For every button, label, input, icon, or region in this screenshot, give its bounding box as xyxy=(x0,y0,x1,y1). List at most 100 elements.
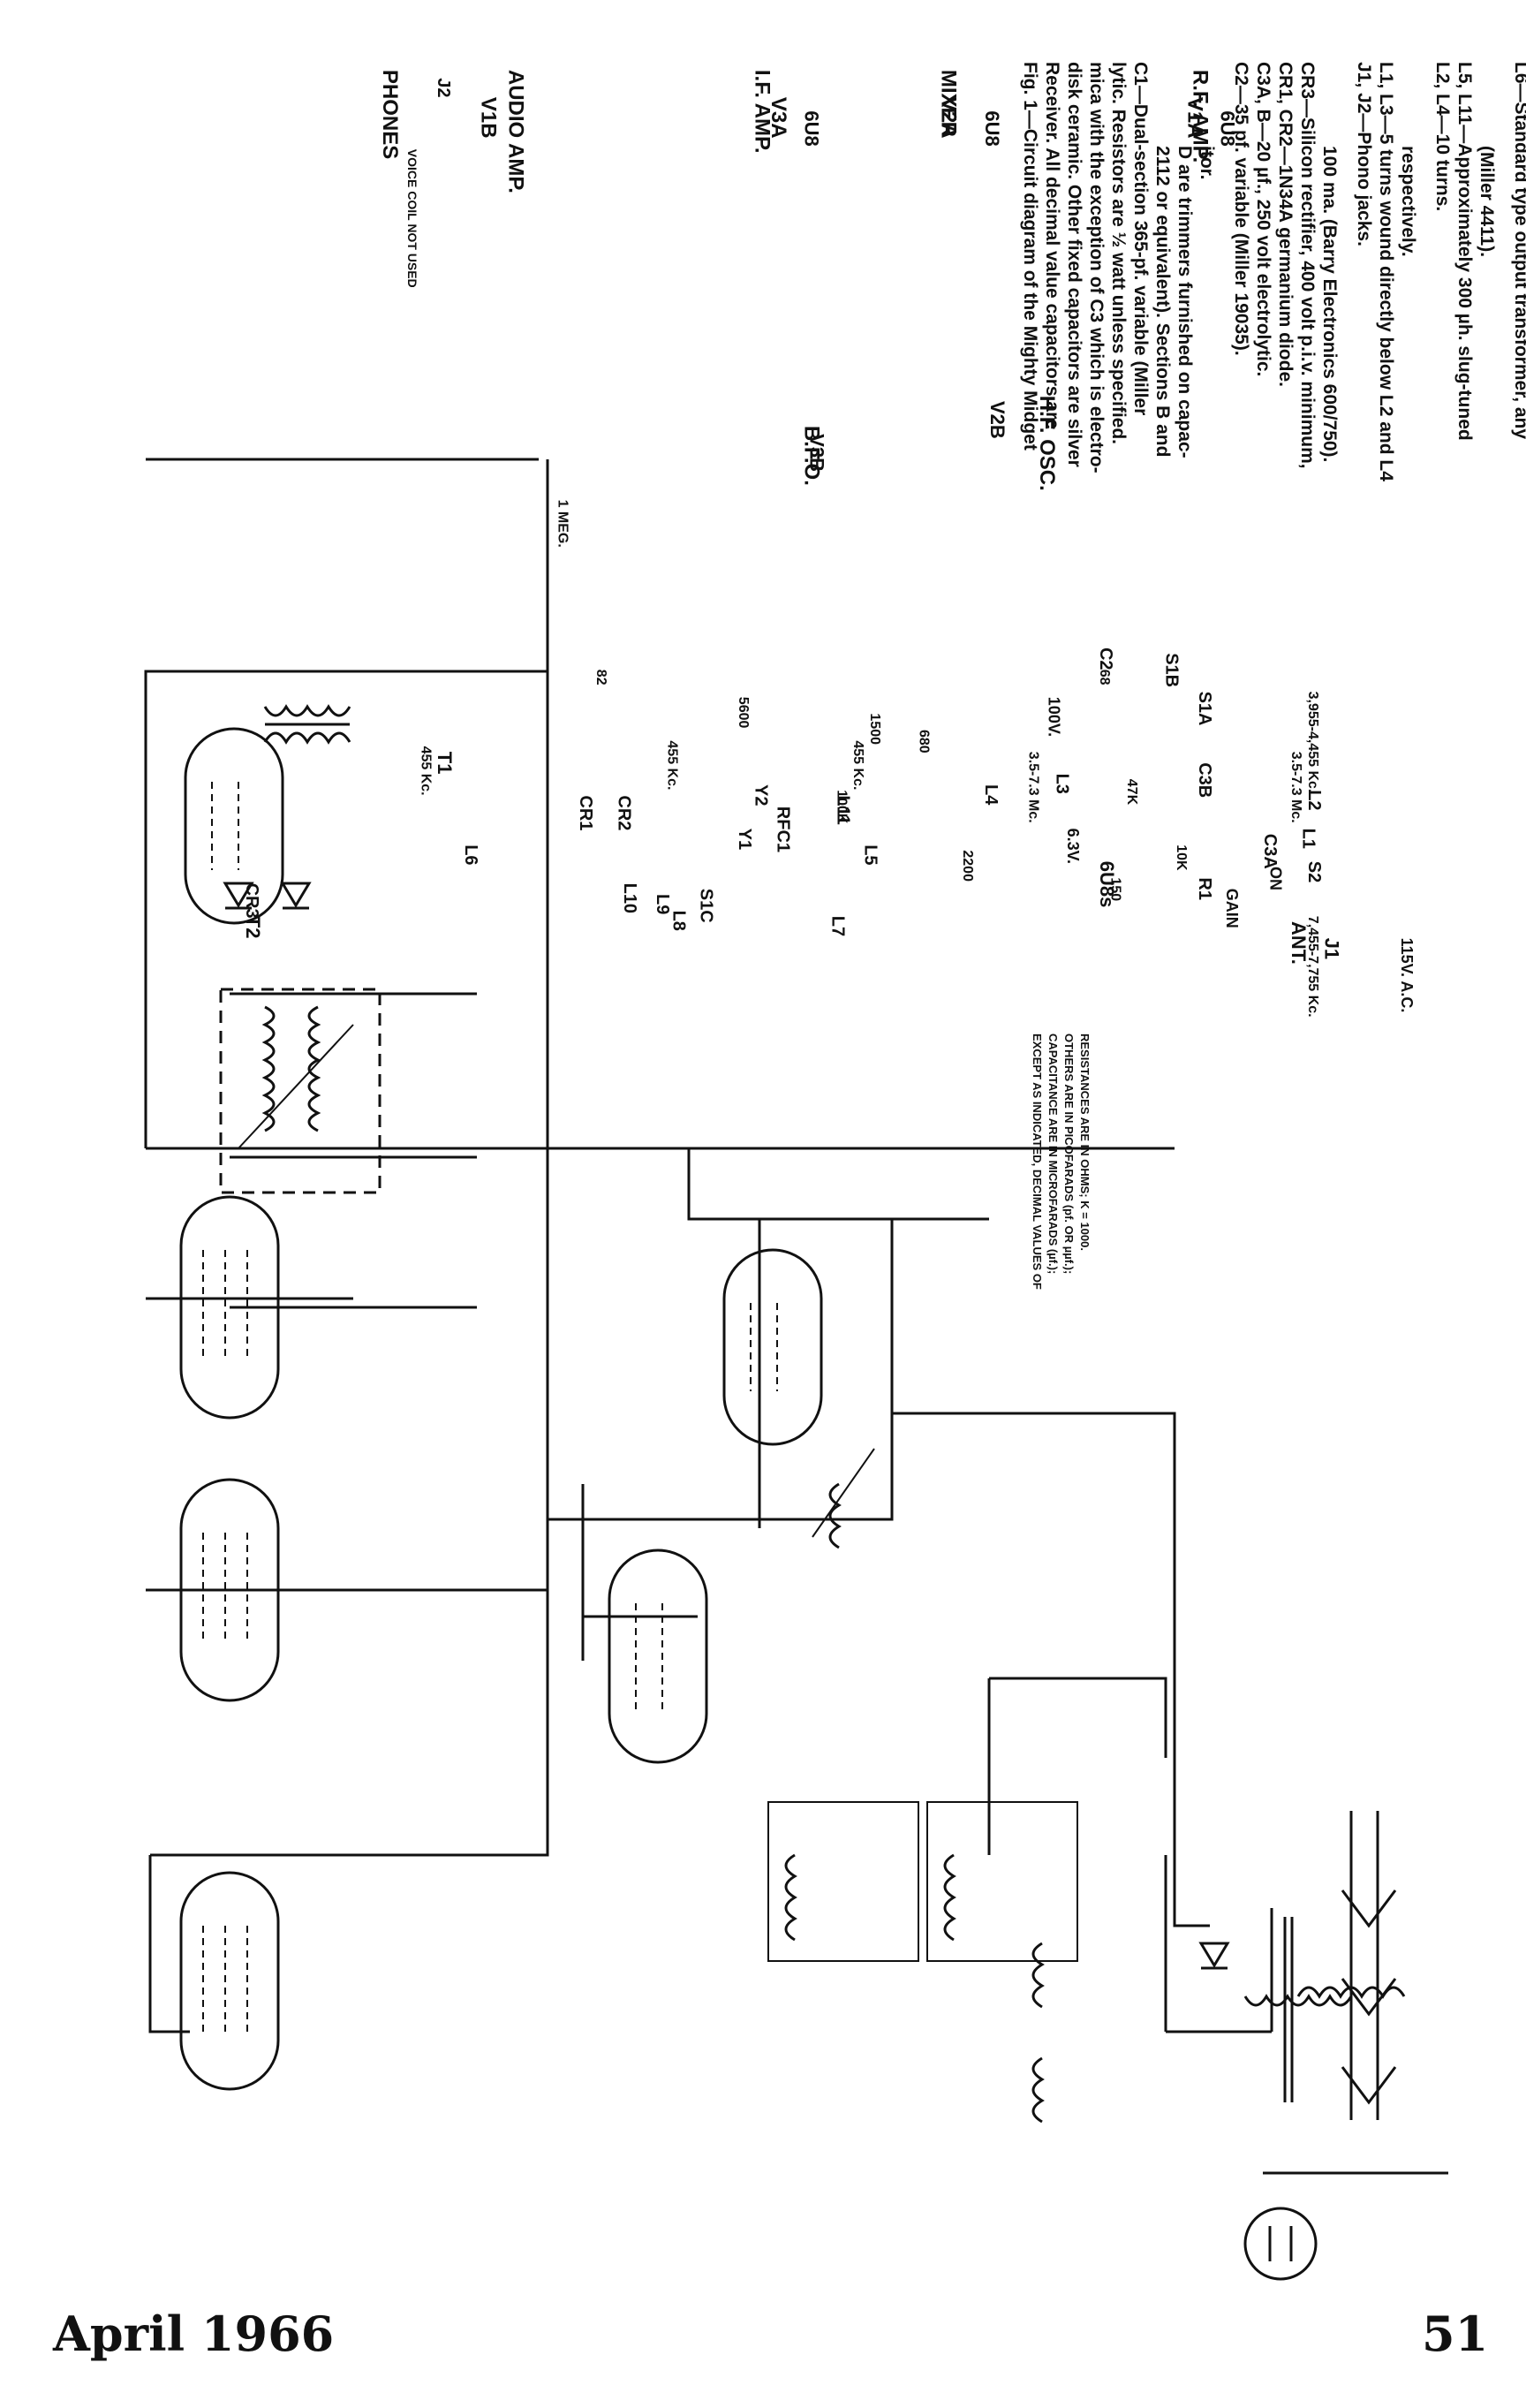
label-gain: GAIN xyxy=(1223,889,1241,928)
label-ant: ANT. xyxy=(1288,921,1310,965)
caption-line: 100 ma. (Barry Electronics 600/750). xyxy=(1319,146,1340,462)
caption-line: CR1, CR2—1N34A germanium diode. xyxy=(1275,62,1296,387)
caption-line: (Miller 4411). xyxy=(1477,146,1497,257)
caption-line: CR3—Silicon rectifier, 400 volt p.i.v. m… xyxy=(1297,62,1318,469)
diode-cr1 xyxy=(280,882,312,910)
tube-v1b xyxy=(184,727,284,925)
label-freq-455-a: 455 Kc. xyxy=(850,740,865,790)
label-t2: T2 xyxy=(242,916,264,939)
caption-line: J1, J2—Phono jacks. xyxy=(1354,62,1374,246)
tube-label-v1b: V1B xyxy=(477,97,501,139)
tube-label-v1a: V1A xyxy=(1182,97,1206,139)
tube-label-v2b: V2B xyxy=(986,401,1009,439)
coil-l10 xyxy=(1031,1942,1045,2009)
tube-type-v3a: 6U8 xyxy=(800,110,822,146)
caption-line: Receiver. All decimal value capacitors a… xyxy=(1042,62,1062,429)
label-c2: C2 xyxy=(1096,647,1115,670)
tube-type-heaters: 6U8s xyxy=(1096,861,1118,908)
label-supply-100v: 100V. xyxy=(1045,697,1062,737)
value-150: 150 xyxy=(1108,877,1123,901)
stage-label-hf-osc: H.F. OSC. xyxy=(1035,396,1059,491)
label-l11: L11 xyxy=(834,795,853,824)
label-l4: L4 xyxy=(981,784,1001,806)
caption-line: lytic. Resistors are ½ watt unless speci… xyxy=(1108,62,1129,444)
caption-line: respectively. xyxy=(1398,146,1418,257)
diode-cr2 xyxy=(223,882,254,910)
if-transformer-t1 xyxy=(219,988,382,1194)
label-cr1: CR1 xyxy=(576,795,595,830)
tube-type-v2a: 6U8 xyxy=(981,110,1003,146)
label-c3a: C3A xyxy=(1260,834,1280,869)
value-68: 68 xyxy=(1097,670,1112,685)
label-l3: L3 xyxy=(1053,774,1072,794)
values-note-line: RESISTANCES ARE IN OHMS; K = 1000. xyxy=(1078,1034,1092,1251)
dial-lamp xyxy=(1243,2207,1318,2281)
label-s1b: S1B xyxy=(1162,653,1182,687)
label-l2: L2 xyxy=(1304,790,1324,810)
label-t1: T1 xyxy=(434,752,456,775)
label-j1: J1 xyxy=(1320,938,1342,959)
value-1500: 1500 xyxy=(867,713,882,745)
label-s1c: S1C xyxy=(697,889,716,923)
values-note-line: EXCEPT AS INDICATED, DECIMAL VALUES OF xyxy=(1031,1034,1044,1290)
label-cr3: CR3 xyxy=(242,883,261,919)
stage-label-phones: PHONES xyxy=(378,70,402,159)
caption-line: disk ceramic. Other fixed capacitors are… xyxy=(1064,62,1084,467)
tube-v1a xyxy=(179,1871,280,2091)
label-l5: L5 xyxy=(861,844,880,865)
schematic-labels: R.F. AMP. MIXER I.F. AMP. AUDIO AMP. PHONES H… xyxy=(242,70,1416,1018)
stage-label-mixer: MIXER xyxy=(936,70,960,137)
tube-v3b xyxy=(722,1248,823,1446)
caption-line: mica with the exception of C3 which is e… xyxy=(1086,62,1107,473)
caption-line: C3A, B—20 µf., 250 volt electrolytic. xyxy=(1253,62,1273,376)
label-s1a: S1A xyxy=(1195,692,1214,726)
value-680: 680 xyxy=(917,730,932,753)
caption-line: C1—Dual-section 365-pf. variable (Miller xyxy=(1130,62,1151,415)
label-range-high: 7,455-7,755 Kc. xyxy=(1305,916,1320,1018)
power-transformer-t2 xyxy=(1243,1917,1406,2102)
stage-label-if-amp: I.F. AMP. xyxy=(751,70,774,154)
stage-label-rf-amp: R.F. AMP. xyxy=(1189,70,1212,163)
label-freq-mixer: 3.5-7.3 Mc. xyxy=(1026,752,1041,823)
value-10k: 10K xyxy=(1174,844,1189,871)
label-freq-455-c: 455 Kc. xyxy=(418,746,433,796)
label-y1: Y1 xyxy=(735,829,754,850)
tube-label-v2a: V2A xyxy=(936,97,960,139)
caption-line: itor. xyxy=(1197,146,1217,180)
label-l9: L9 xyxy=(653,894,672,914)
value-1meg: 1 MEG. xyxy=(555,500,570,548)
values-note-line: OTHERS ARE IN PICOFARADS (pf. OR µµf.); xyxy=(1062,1034,1076,1274)
caption-line: L6—Standard type output transformer, any xyxy=(1511,62,1526,439)
label-freq-rf: 3.5-7.3 Mc. xyxy=(1288,752,1303,823)
stage-label-audio-amp: AUDIO AMP. xyxy=(504,70,528,193)
tube-type-v1a: 6U8 xyxy=(1217,110,1239,146)
coil-l11 xyxy=(812,1448,875,1549)
output-transformer-l6 xyxy=(263,704,351,745)
label-l8: L8 xyxy=(669,911,689,931)
caption-line: 2112 or equivalent). Sections B and xyxy=(1152,146,1173,457)
value-100k: 100K xyxy=(835,790,850,824)
label-s2: S2 xyxy=(1304,861,1324,882)
figure-caption: Fig. 1—Circuit diagram of the Mighty Mid… xyxy=(1020,62,1526,481)
label-heater: 6.3V. xyxy=(1064,829,1082,864)
label-j2: J2 xyxy=(434,78,453,97)
coil-l7 xyxy=(926,1801,1078,1962)
caption-line: Fig. 1—Circuit diagram of the Mighty Mid… xyxy=(1020,62,1040,451)
coil-l9 xyxy=(767,1801,919,1962)
label-on: ON xyxy=(1266,867,1284,890)
label-ac-in: 115V. A.C. xyxy=(1398,938,1416,1013)
wiring xyxy=(144,458,1448,2175)
coil-l8 xyxy=(1031,2056,1045,2124)
label-l6: L6 xyxy=(461,844,480,865)
label-r1: R1 xyxy=(1195,877,1214,900)
page-number: 51 xyxy=(1422,2306,1489,2362)
label-l1: L1 xyxy=(1299,829,1318,849)
caption-line: L2, L4—10 turns. xyxy=(1432,62,1453,211)
tube-v3a xyxy=(179,1195,280,1420)
caption-line: C2—35 pf. variable (Miller 19035). xyxy=(1231,62,1251,356)
stage-label-bfo: B.F.O. xyxy=(799,426,823,486)
rectifier-cr3 xyxy=(1198,1942,1230,1970)
